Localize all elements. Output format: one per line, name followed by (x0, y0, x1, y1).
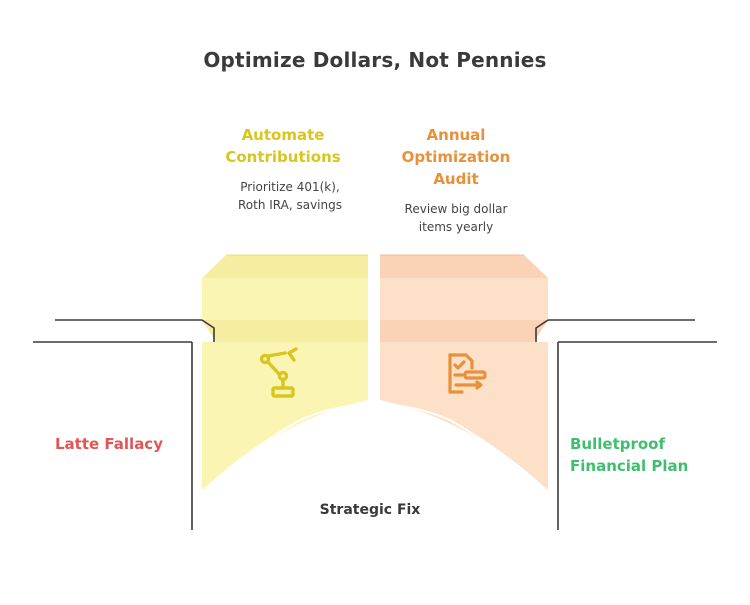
automate-contributions-description: Prioritize 401(k), Roth IRA, savings (237, 180, 342, 212)
bulletproof-financial-plan-label: Bulletproof Financial Plan (570, 435, 689, 475)
right-bridge-block (380, 255, 548, 490)
strategic-fix-label: Strategic Fix (319, 502, 421, 518)
left-bridge-block (202, 255, 368, 490)
annual-optimization-audit-description: Review big dollar items yearly (404, 202, 508, 234)
latte-fallacy-label: Latte Fallacy (55, 435, 163, 453)
diagram-title: Optimize Dollars, Not Pennies (203, 48, 547, 72)
cliff-lines (33, 319, 717, 530)
annual-optimization-audit-heading: Annual Optimization Audit (401, 126, 511, 188)
automate-contributions-heading: Automate Contributions (225, 126, 341, 166)
